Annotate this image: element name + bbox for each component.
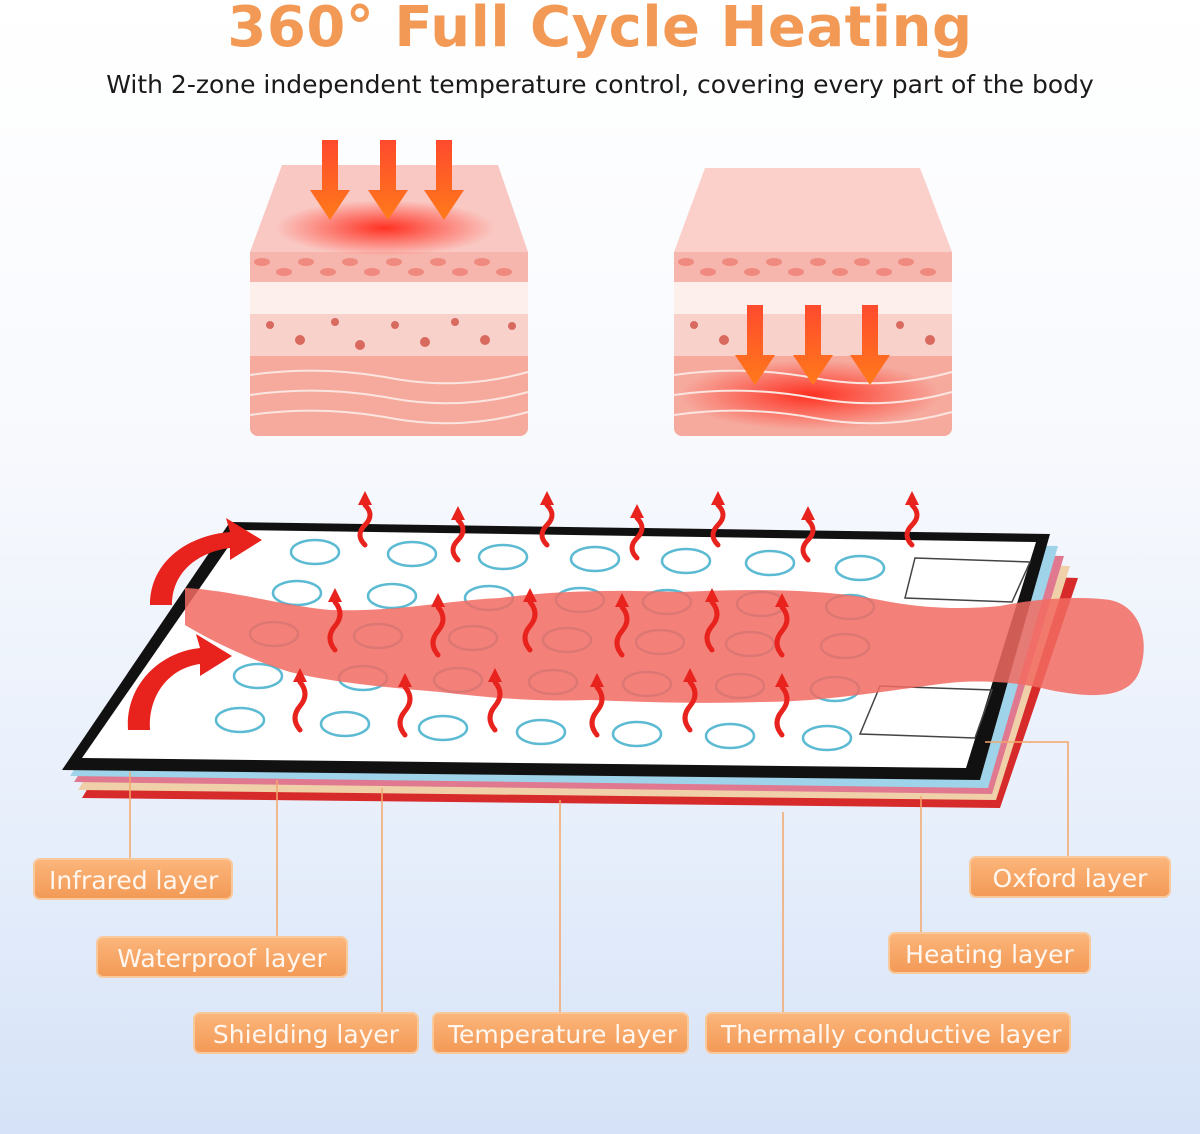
heat-wave-arrowheads: [293, 491, 919, 687]
label-heating-layer: Heating layer: [888, 932, 1091, 974]
heat-arrows-down-right: [735, 305, 890, 385]
skin-cells-left: [254, 258, 512, 276]
label-shielding-layer: Shielding layer: [193, 1012, 419, 1054]
heat-arrows-down-left: [310, 140, 464, 220]
side-curl-arrows: [127, 518, 262, 730]
label-thermally-conductive-layer: Thermally conductive layer: [705, 1012, 1071, 1054]
skin-block-surface-heat: [250, 165, 528, 436]
label-waterproof-layer: Waterproof layer: [96, 936, 348, 978]
skin-cells-right: [678, 258, 936, 276]
pillow-outline: [858, 557, 1032, 739]
label-oxford-layer: Oxford layer: [969, 856, 1171, 898]
page-subtitle: With 2-zone independent temperature cont…: [106, 70, 1094, 99]
label-temperature-layer: Temperature layer: [432, 1012, 689, 1054]
label-infrared-layer: Infrared layer: [33, 858, 233, 900]
page-title: 360° Full Cycle Heating: [227, 0, 973, 60]
body-silhouette: [185, 588, 1144, 703]
skin-dots-left: [266, 318, 516, 350]
skin-lines-left: [249, 369, 529, 425]
skin-dots-right: [690, 321, 935, 345]
skin-block-deep-heat: [674, 168, 952, 436]
leader-lines: [129, 741, 1069, 1012]
heat-waves-up: [292, 502, 920, 738]
